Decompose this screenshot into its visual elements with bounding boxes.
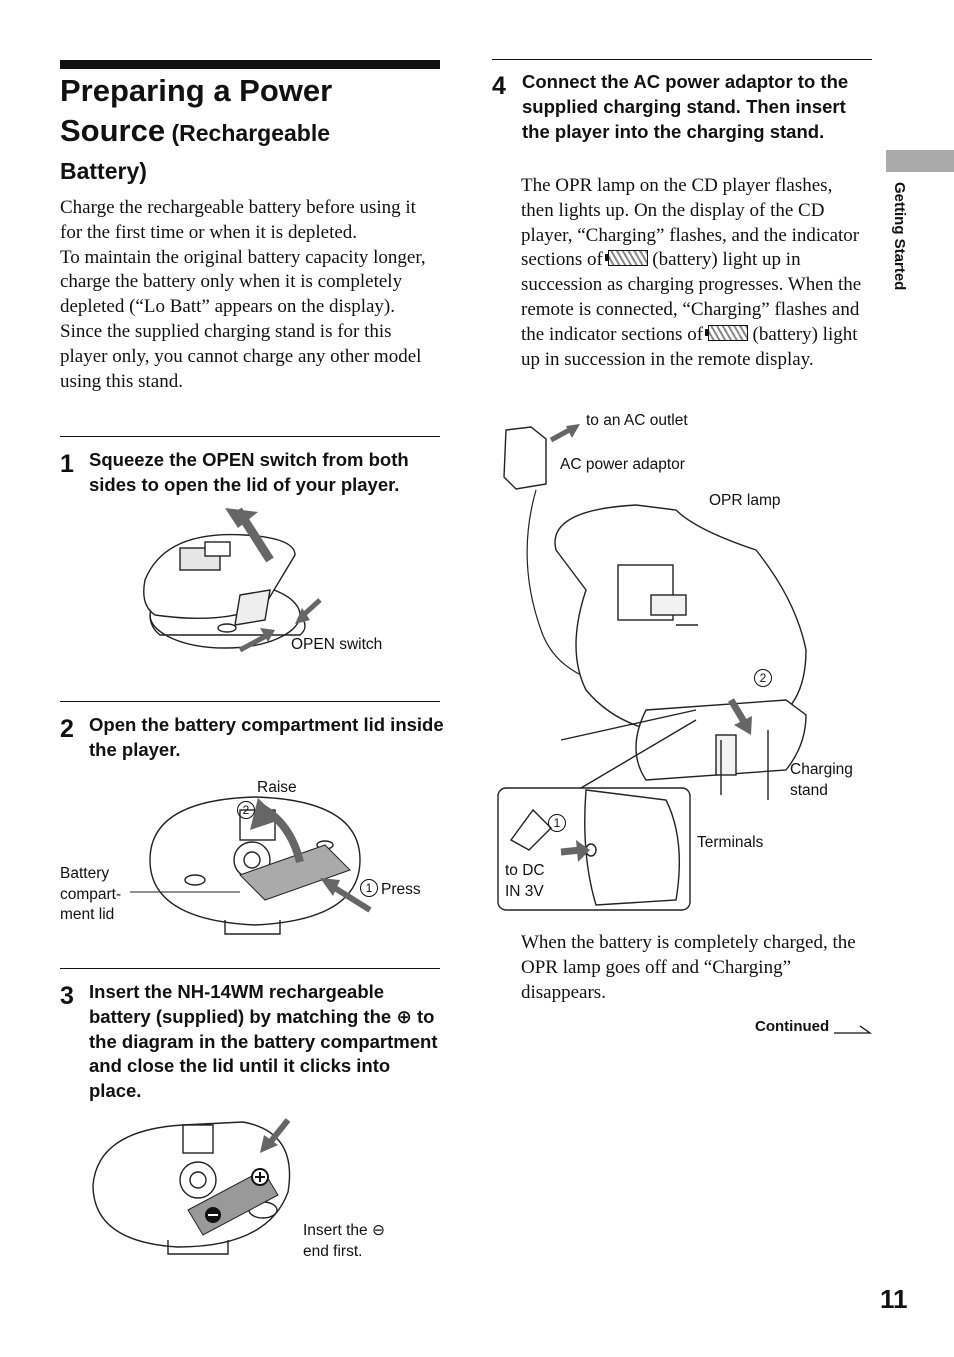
step-divider bbox=[492, 59, 872, 60]
label-raise: Raise bbox=[257, 779, 297, 796]
side-section-label: Getting Started bbox=[891, 182, 908, 291]
label-battery-compartment-lid: Battery compart- ment lid bbox=[60, 865, 122, 923]
page-title: Preparing a Power Source (Rechargeable B… bbox=[60, 74, 440, 192]
step-marker-2: 2 bbox=[754, 669, 772, 687]
side-tab bbox=[886, 150, 954, 172]
label-ac-power-adaptor: AC power adaptor bbox=[560, 456, 685, 473]
step-marker-1: 1 bbox=[360, 879, 378, 897]
title-sub-line3: Battery) bbox=[60, 158, 147, 184]
step-4-text: Connect the AC power adaptor to the supp… bbox=[522, 71, 849, 142]
step-1-text: Squeeze the OPEN switch from both sides … bbox=[89, 449, 409, 495]
label-insert-end-first: Insert the ⊖ end first. bbox=[303, 1222, 385, 1260]
step-1-number: 1 bbox=[60, 450, 74, 478]
page-number: 11 bbox=[880, 1284, 908, 1314]
step-marker-2: 2 bbox=[237, 801, 255, 819]
continued-label: Continued bbox=[755, 1018, 830, 1035]
step-2-number: 2 bbox=[60, 715, 74, 743]
step-2-text: Open the battery compartment lid inside … bbox=[89, 714, 444, 760]
minus-symbol: ⊖ bbox=[371, 1222, 385, 1239]
figure-insert-battery bbox=[92, 1118, 291, 1255]
label-open-switch: OPEN switch bbox=[291, 636, 383, 653]
step-3-number: 3 bbox=[60, 982, 74, 1010]
step-divider bbox=[60, 436, 440, 437]
title-main-line2: Source bbox=[60, 113, 166, 148]
label-opr-lamp: OPR lamp bbox=[709, 492, 781, 509]
step-divider bbox=[60, 701, 440, 702]
label-ac-outlet: to an AC outlet bbox=[586, 412, 688, 429]
continued-arrow-icon bbox=[834, 1025, 873, 1034]
figure-charging-stand bbox=[497, 424, 807, 911]
label-press: Press bbox=[381, 881, 421, 898]
battery-icon bbox=[704, 324, 748, 341]
step-3-text: Insert the NH-14WM rechargeable battery … bbox=[89, 981, 438, 1102]
completion-text: When the battery is completely charged, … bbox=[521, 932, 856, 1003]
label-charging-stand: Charging stand bbox=[790, 761, 853, 799]
battery-icon bbox=[604, 250, 648, 267]
plus-symbol: ⊕ bbox=[396, 1005, 412, 1027]
label-terminals: Terminals bbox=[697, 834, 764, 851]
title-bar bbox=[60, 60, 440, 69]
title-main-line1: Preparing a Power bbox=[60, 73, 333, 108]
intro-text: Charge the rechargeable battery before u… bbox=[60, 196, 442, 394]
title-sub-line2: (Rechargeable bbox=[165, 120, 331, 146]
label-dc-in: to DC IN 3V bbox=[505, 862, 545, 900]
intro-paragraph: Since the supplied charging stand is for… bbox=[60, 320, 422, 392]
figure-open-lid bbox=[143, 507, 322, 653]
step-marker-1: 1 bbox=[548, 814, 566, 832]
step-4-description: The OPR lamp on the CD player flashes, t… bbox=[521, 175, 862, 370]
intro-paragraph: To maintain the original battery capacit… bbox=[60, 246, 426, 318]
figure-battery-lid bbox=[130, 796, 372, 935]
step-divider bbox=[60, 968, 440, 969]
step-4-number: 4 bbox=[492, 72, 506, 100]
intro-paragraph: Charge the rechargeable battery before u… bbox=[60, 197, 416, 243]
